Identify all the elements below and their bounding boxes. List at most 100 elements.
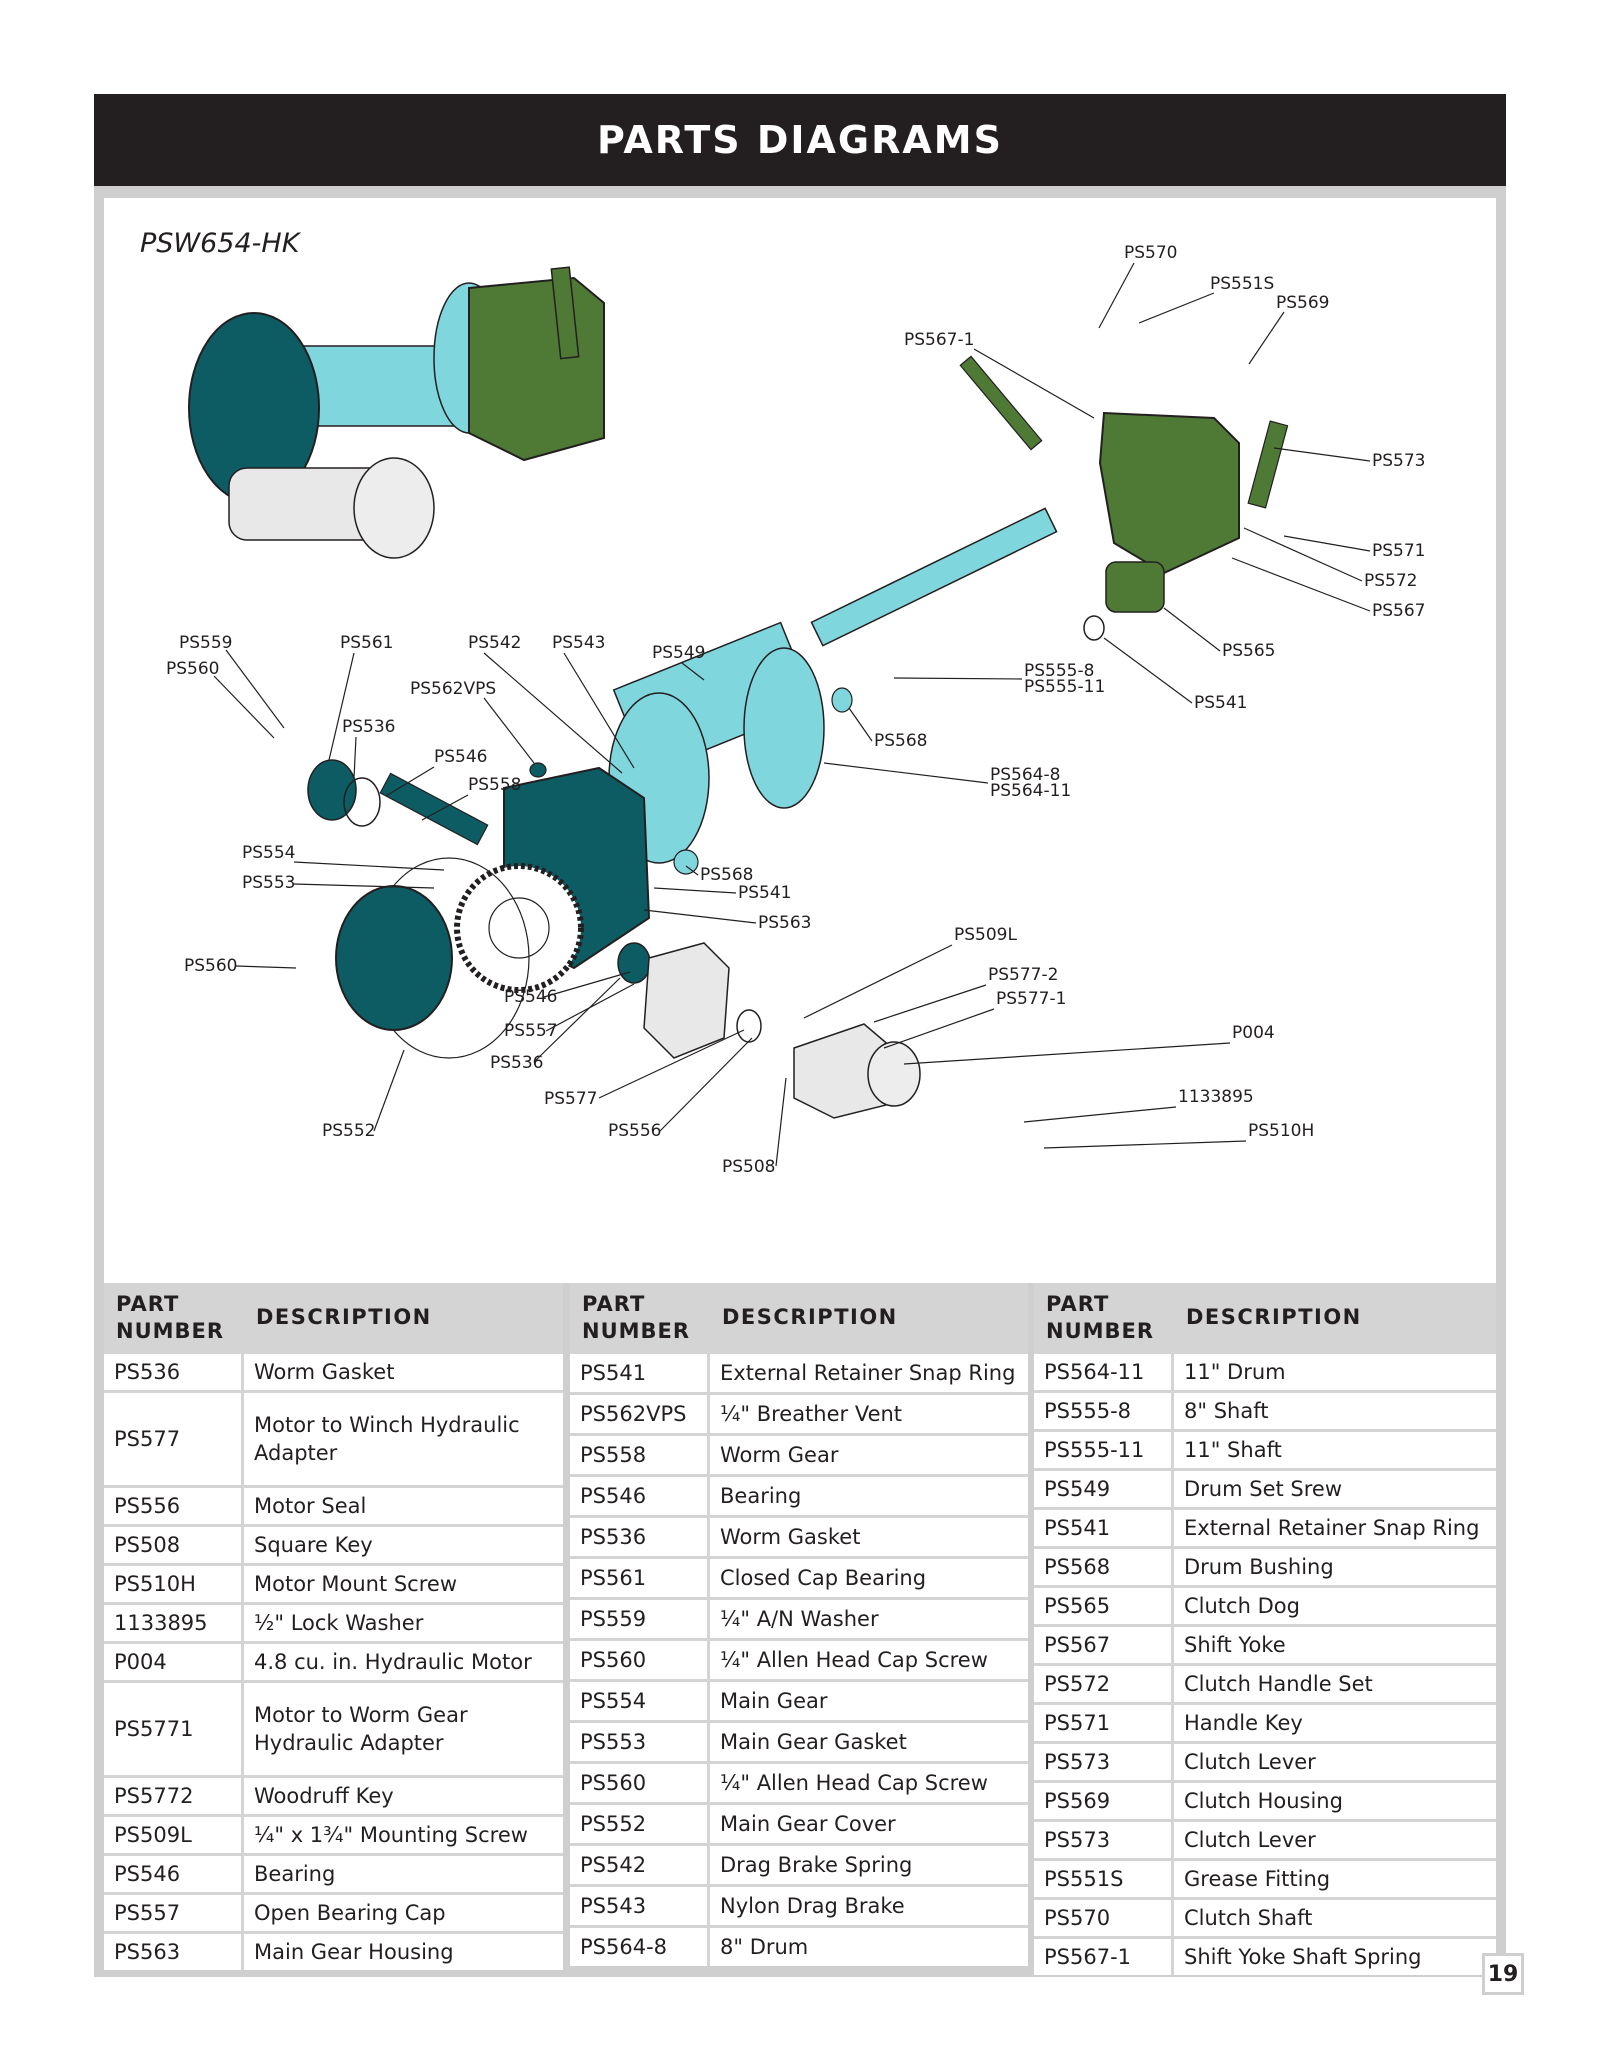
exploded-parts-diagram: PS570 PS551S PS569 PS567-1 PS573 PS571 P… [166, 243, 1426, 1177]
callout-label: PS577-2 [988, 965, 1058, 985]
part-number-cell: PS567 [1034, 1627, 1174, 1663]
table-row: PS556 Motor Seal [104, 1485, 563, 1524]
description-cell: Nylon Drag Brake [720, 1894, 905, 1918]
callout-label: PS570 [1124, 243, 1178, 263]
description-cell: Woodruff Key [254, 1784, 394, 1808]
description-cell: Square Key [254, 1533, 373, 1557]
description-cell: Motor Seal [254, 1494, 367, 1518]
callout-label: PS554 [242, 843, 296, 863]
leader-line [1023, 1106, 1177, 1123]
description-cell: Worm Gasket [720, 1525, 861, 1549]
leader-line [1231, 557, 1371, 612]
leader-line [598, 1029, 745, 1099]
description-cell: 4.8 cu. in. Hydraulic Motor [254, 1650, 532, 1674]
diagram-model-label: PSW654-HK [140, 228, 300, 259]
assembled-winch-illustration [188, 266, 605, 559]
header-description: DESCRIPTION [722, 1305, 898, 1329]
description-cell: Drum Set Srew [1184, 1477, 1343, 1501]
part-number-cell: PS559 [570, 1600, 710, 1638]
description-cell: 11" Drum [1184, 1360, 1286, 1384]
part-number-cell: P004 [104, 1644, 244, 1680]
part-number-cell: PS558 [570, 1436, 710, 1474]
description-cell: Main Gear Cover [720, 1812, 896, 1836]
part-number-cell: PS568 [1034, 1549, 1174, 1585]
drum-shaft-parts [608, 507, 1058, 875]
description-cell: Clutch Lever [1184, 1750, 1316, 1774]
part-number-cell: PS572 [1034, 1666, 1174, 1702]
callout-label: PS560 [184, 956, 238, 976]
callout-label: PS568 [874, 731, 928, 751]
leader-line [1273, 447, 1371, 462]
leader-line [775, 1077, 787, 1167]
part-number-cell: PS546 [104, 1856, 244, 1892]
part-number-cell: PS510H [104, 1566, 244, 1602]
table-row: PS570 Clutch Shaft [1034, 1897, 1496, 1936]
leader-line [533, 977, 621, 1063]
leader-line [659, 1037, 753, 1132]
part-number-cell: PS567-1 [1034, 1939, 1174, 1975]
part-number-cell: PS577 [104, 1393, 244, 1485]
part-number-cell: PS571 [1034, 1705, 1174, 1741]
leader-line [1043, 1140, 1247, 1149]
table-row: PS564-11 11" Drum [1034, 1351, 1496, 1390]
leader-line [873, 984, 987, 1023]
leader-line [1103, 637, 1193, 704]
description-cell: Clutch Shaft [1184, 1906, 1313, 1930]
leader-line [293, 883, 435, 889]
description-cell: Grease Fitting [1184, 1867, 1331, 1891]
leader-line [653, 887, 737, 894]
clutch-assembly-parts [959, 355, 1289, 641]
callout-label: PS560 [166, 659, 220, 679]
leader-line [823, 762, 989, 784]
description-cell: ¼" Breather Vent [720, 1402, 903, 1426]
description-cell: Bearing [254, 1862, 336, 1886]
part-number-cell: PS564-11 [1034, 1354, 1174, 1390]
callout-label: PS555-8 [1024, 661, 1094, 681]
callout-label: 1133895 [1178, 1087, 1254, 1107]
part-number-cell: PS509L [104, 1817, 244, 1853]
leader-line [293, 861, 445, 871]
part-number-cell: PS555-11 [1034, 1432, 1174, 1468]
callout-label: PS556 [608, 1121, 662, 1141]
callout-label: PS577-1 [996, 989, 1066, 1009]
callout-label: PS577 [544, 1089, 598, 1109]
description-cell: Worm Gear [720, 1443, 839, 1467]
drum-shaft-part [810, 507, 1058, 647]
leader-line [213, 675, 275, 739]
part-number-cell: PS5772 [104, 1778, 244, 1814]
closed-cap-bearing-part [307, 759, 357, 821]
description-cell: Clutch Lever [1184, 1828, 1316, 1852]
part-number-cell: PS570 [1034, 1900, 1174, 1936]
worm-gasket-part [343, 777, 381, 827]
motor-parts [643, 942, 921, 1119]
part-number-cell: PS564-8 [570, 1928, 710, 1966]
description-cell: 8" Drum [720, 1935, 809, 1959]
callout-label: PS557 [504, 1021, 558, 1041]
callout-label: PS541 [738, 883, 792, 903]
leader-line [1248, 311, 1285, 365]
description-cell: ½" Lock Washer [254, 1611, 424, 1635]
part-number-cell: PS556 [104, 1488, 244, 1524]
motor-seal-part [736, 1009, 762, 1043]
callout-label: PS508 [722, 1157, 776, 1177]
callout-label: PS567-1 [904, 330, 974, 350]
part-number-cell: PS569 [1034, 1783, 1174, 1819]
callout-label: PS558 [468, 775, 522, 795]
open-bearing-cap-part [617, 942, 651, 984]
assembled-clutch-lever [550, 266, 580, 360]
leader-line [1243, 527, 1363, 582]
